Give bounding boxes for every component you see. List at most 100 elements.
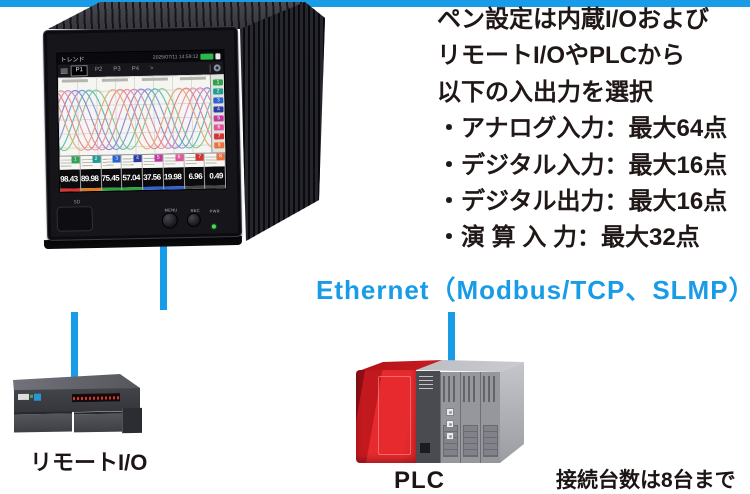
rec-button	[186, 212, 201, 228]
channel-value: 0.49	[204, 166, 226, 186]
ethernet-label: Ethernet（Modbus/TCP、SLMP）	[316, 275, 750, 305]
recorder-side-vents	[240, 2, 325, 241]
note-line: 以下の入出力を選択	[437, 78, 653, 106]
screen-title: トレンド	[60, 57, 85, 64]
scale-strip: 1 2 3 4 5 6 7 8	[209, 74, 226, 153]
pen-marker: 8	[214, 142, 225, 149]
pen-marker: 7	[214, 133, 225, 140]
note-line: リモートI/OやPLCから	[437, 42, 686, 70]
channel-tag: 8	[216, 153, 225, 161]
channel-tag: 1	[71, 156, 80, 164]
remote-io-device	[8, 372, 148, 434]
pen-settings-note: ペン設定は内蔵I/Oおよび リモートI/OやPLCから 以下の入出力を選択 ・ア…	[437, 2, 727, 257]
plc-io-module	[440, 372, 460, 463]
channel-header: 3	[100, 155, 121, 169]
plc-label: PLC	[394, 467, 445, 494]
recorder-drop-line	[160, 238, 167, 310]
remote-io-terminal-cover	[74, 411, 122, 433]
tab-p3: P3	[113, 66, 121, 73]
remote-io-label: リモートI/O	[30, 450, 148, 475]
notification-icon	[213, 64, 221, 72]
plc-module-button	[446, 408, 454, 416]
connection-limit-note: 接続台数は8台まで	[556, 469, 736, 492]
record-status-badge	[200, 52, 214, 60]
paperless-recorder: トレンド 2025/07/11 14:59:12 P1 P2 P3 P4 >	[28, 0, 328, 260]
pen-marker: 6	[213, 124, 224, 131]
channel-header: 6	[163, 154, 184, 168]
channel-bar	[80, 187, 101, 192]
power-led	[211, 224, 217, 229]
tab-bar-right	[209, 64, 221, 73]
channel-header: 4	[121, 155, 142, 169]
trend-waves	[57, 87, 212, 152]
recorder-screen: トレンド 2025/07/11 14:59:12 P1 P2 P3 P4 >	[56, 49, 228, 193]
remote-io-terminal-cover	[14, 411, 72, 433]
plc-side-face	[500, 362, 524, 463]
pen-marker: 2	[213, 88, 224, 95]
remote-io-blue-button	[34, 393, 41, 401]
plc-io-module	[480, 372, 500, 463]
pen-marker: 1	[212, 79, 224, 86]
pen-marker: 5	[213, 115, 224, 122]
plc-device	[352, 352, 530, 464]
channel-bar	[184, 185, 205, 190]
remote-io-end-cap	[122, 407, 142, 434]
tab-next: >	[149, 65, 154, 72]
channel-tag: 7	[195, 153, 204, 161]
channel-value: 57.04	[121, 168, 143, 188]
battery-icon	[215, 52, 221, 59]
remote-io-led-strip	[72, 393, 120, 403]
plc-module-button	[446, 432, 454, 440]
channel-header: 1	[59, 156, 80, 170]
channel-tag: 5	[154, 154, 163, 162]
pen-marker: 3	[213, 97, 224, 104]
channel-header: 2	[80, 155, 101, 170]
plc-power-module	[356, 370, 416, 463]
channel-value: 19.98	[163, 167, 184, 187]
plc-modules-top	[416, 360, 524, 372]
tab-p1: P1	[70, 65, 89, 77]
plc-drop-line	[448, 312, 455, 368]
note-line: ・アナログ入力：最大64点	[437, 115, 728, 143]
tab-p2: P2	[94, 66, 103, 73]
pen-marker: 4	[213, 106, 224, 113]
channel-value: 6.96	[184, 166, 205, 187]
note-line: ペン設定は内蔵I/Oおよび	[437, 6, 710, 33]
ethernet-trunk-line	[0, 0, 750, 7]
remote-io-lid	[13, 374, 140, 392]
channel-header: 8	[204, 153, 225, 167]
channel-bar	[122, 187, 143, 191]
menu-button	[161, 212, 178, 229]
screen-datetime: 2025/07/11 14:59:12	[152, 53, 199, 61]
channel-bar	[101, 187, 122, 191]
recorder-front-panel: トレンド 2025/07/11 14:59:12 P1 P2 P3 P4 >	[42, 25, 243, 242]
menu-icon	[60, 68, 68, 74]
note-line: ・デジタル入力：最大16点	[437, 151, 728, 179]
channel-value: 98.43	[59, 169, 80, 189]
tab-p4: P4	[131, 66, 140, 73]
channel-bar	[205, 185, 226, 189]
channel-bar	[60, 188, 80, 192]
note-line: ・演 算 入 力：最大32点	[437, 224, 700, 252]
plc-io-module	[460, 372, 480, 463]
channel-value: 75.45	[101, 168, 122, 188]
plc-io-modules	[440, 372, 500, 463]
plc-cpu-module	[416, 371, 440, 463]
remote-io-status-label	[18, 393, 29, 401]
note-line: ・デジタル出力：最大16点	[437, 188, 728, 216]
channel-tag: 6	[174, 154, 184, 162]
channel-tag: 2	[91, 155, 101, 164]
plc-module-button	[446, 420, 454, 428]
tab-separator	[209, 64, 211, 73]
channel-bar	[163, 186, 184, 190]
